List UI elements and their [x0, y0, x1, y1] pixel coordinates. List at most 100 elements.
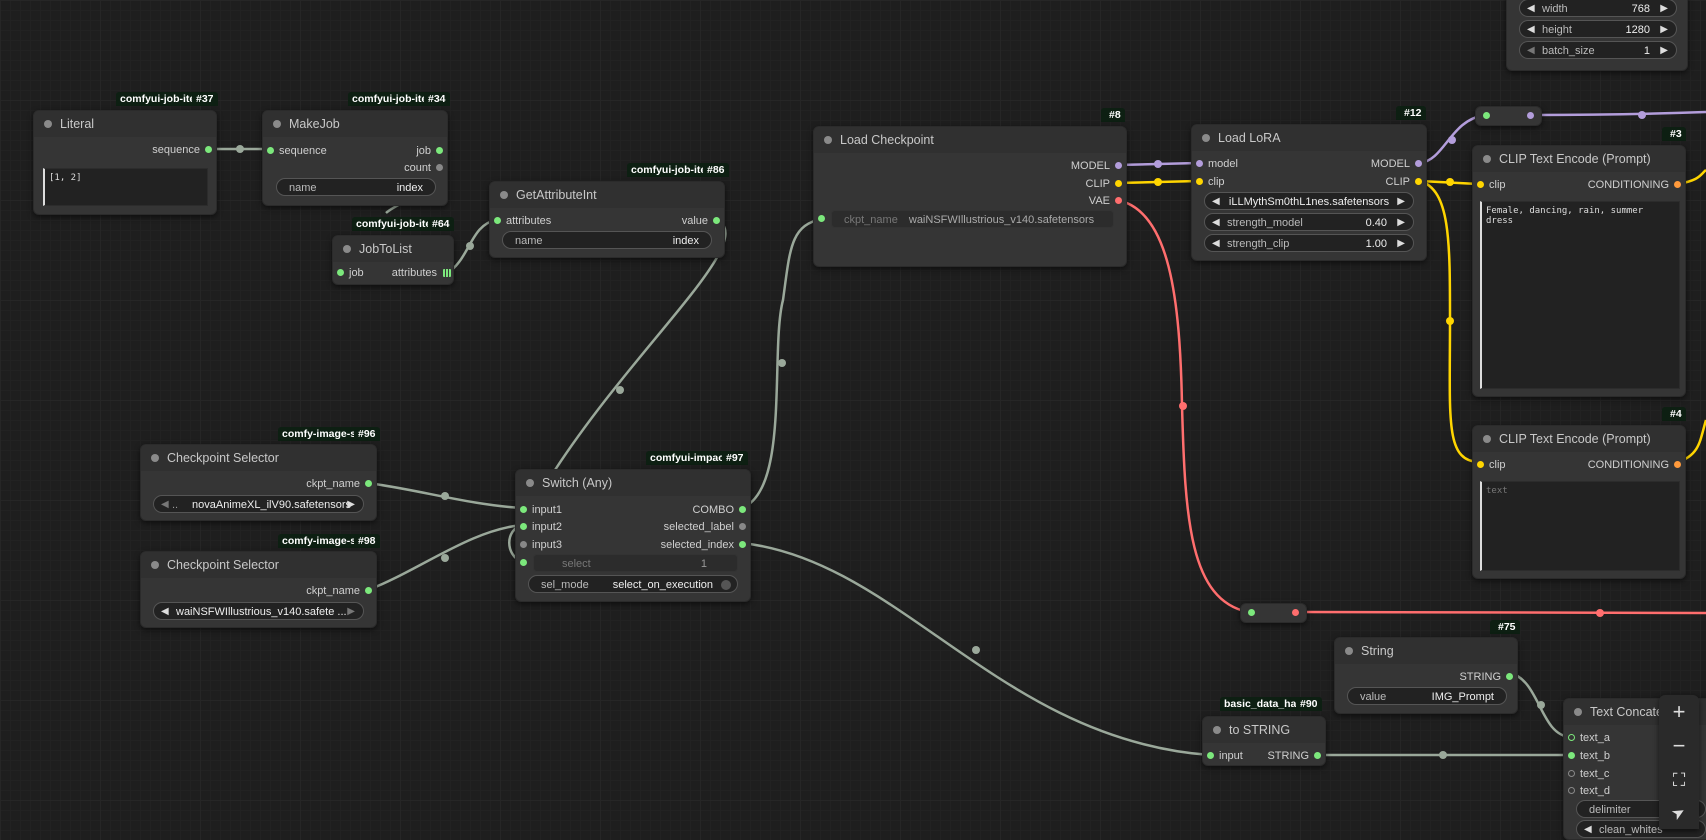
- widget-height[interactable]: ◀ height 1280 ▶: [1519, 20, 1677, 38]
- output-conditioning[interactable]: CONDITIONING: [1588, 178, 1681, 192]
- output-pin-icon[interactable]: [1115, 197, 1122, 204]
- input-pin-icon[interactable]: [520, 559, 527, 566]
- output-ckpt-name[interactable]: ckpt_name: [306, 477, 372, 491]
- node-title[interactable]: String: [1335, 638, 1517, 664]
- fit-view-button[interactable]: ⛶: [1672, 770, 1686, 790]
- output-attributes[interactable]: attributes: [392, 266, 451, 280]
- next-arrow-icon[interactable]: ▶: [1397, 196, 1405, 207]
- collapse-dot-icon[interactable]: [1483, 155, 1491, 163]
- input-text-c[interactable]: text_c: [1568, 767, 1609, 781]
- node-title[interactable]: CLIP Text Encode (Prompt): [1473, 146, 1685, 172]
- input-pin-icon[interactable]: [267, 147, 274, 154]
- input-input3[interactable]: input3: [520, 538, 562, 552]
- input-pin-icon[interactable]: [1568, 734, 1575, 741]
- node-switch-any[interactable]: Switch (Any) input1 input2 input3 select…: [515, 469, 751, 602]
- collapse-dot-icon[interactable]: [526, 479, 534, 487]
- input-pin-icon[interactable]: [520, 541, 527, 548]
- node-title[interactable]: Load Checkpoint: [814, 127, 1126, 153]
- reroute-vae[interactable]: [1240, 603, 1307, 623]
- input-select-converted[interactable]: [520, 556, 540, 570]
- output-clip[interactable]: CLIP: [1086, 177, 1122, 191]
- node-title[interactable]: CLIP Text Encode (Prompt): [1473, 426, 1685, 452]
- prompt-textarea[interactable]: Female, dancing, rain, summer dress: [1480, 201, 1680, 389]
- input-pin-icon[interactable]: [818, 215, 825, 222]
- input-text-a[interactable]: text_a: [1568, 731, 1610, 745]
- collapse-dot-icon[interactable]: [824, 136, 832, 144]
- increment-arrow-icon[interactable]: ▶: [1397, 217, 1405, 228]
- output-conditioning[interactable]: CONDITIONING: [1588, 458, 1681, 472]
- decrement-arrow-icon[interactable]: ◀: [1527, 24, 1535, 35]
- input-job[interactable]: job: [337, 266, 364, 280]
- node-title[interactable]: Switch (Any): [516, 470, 750, 496]
- collapse-dot-icon[interactable]: [1213, 726, 1221, 734]
- node-makejob[interactable]: MakeJob sequence job count name index: [262, 110, 448, 206]
- collapse-dot-icon[interactable]: [1574, 708, 1582, 716]
- output-pin-icon[interactable]: [739, 523, 746, 530]
- node-title[interactable]: Load LoRA: [1192, 125, 1426, 151]
- widget-batch-size[interactable]: ◀ batch_size 1 ▶: [1519, 41, 1677, 59]
- decrement-arrow-icon[interactable]: ◀: [1212, 238, 1220, 249]
- widget-sel-mode[interactable]: sel_mode select_on_execution: [528, 575, 738, 593]
- output-pin-icon[interactable]: [1314, 752, 1321, 759]
- output-pin-icon[interactable]: [436, 147, 443, 154]
- output-pin-icon[interactable]: [1115, 180, 1122, 187]
- output-pin-icon[interactable]: [713, 217, 720, 224]
- collapse-dot-icon[interactable]: [151, 454, 159, 462]
- zoom-in-button[interactable]: +: [1672, 699, 1686, 724]
- node-getattributeint[interactable]: GetAttributeInt attributes value name in…: [489, 181, 725, 258]
- node-title[interactable]: Checkpoint Selector: [141, 445, 376, 471]
- input-clip[interactable]: clip: [1477, 458, 1506, 472]
- input-pin-icon[interactable]: [1477, 181, 1484, 188]
- node-jobtolist[interactable]: JobToList job attributes: [332, 235, 454, 285]
- widget-value[interactable]: value IMG_Prompt: [1347, 687, 1507, 705]
- node-checkpoint-selector-96[interactable]: Checkpoint Selector ckpt_name ◀ .. novaA…: [140, 444, 377, 521]
- node-clip-text-encode-3[interactable]: CLIP Text Encode (Prompt) clip CONDITION…: [1472, 145, 1686, 397]
- output-pin-icon[interactable]: [1292, 609, 1299, 616]
- input-ckpt-name-converted[interactable]: [818, 212, 838, 226]
- next-arrow-icon[interactable]: ▶: [347, 606, 355, 617]
- output-sequence[interactable]: sequence: [152, 143, 212, 157]
- list-output-grid-icon[interactable]: [443, 269, 451, 277]
- output-pin-icon[interactable]: [739, 506, 746, 513]
- output-job[interactable]: job: [416, 144, 443, 158]
- output-pin-icon[interactable]: [1674, 181, 1681, 188]
- collapse-dot-icon[interactable]: [500, 191, 508, 199]
- input-input1[interactable]: input1: [520, 503, 562, 517]
- node-clip-text-encode-4[interactable]: CLIP Text Encode (Prompt) clip CONDITION…: [1472, 425, 1686, 579]
- output-pin-icon[interactable]: [739, 541, 746, 548]
- collapse-dot-icon[interactable]: [44, 120, 52, 128]
- widget-ckpt-name[interactable]: ◀ waiNSFWIllustrious_v140.safete ... ▶: [153, 602, 364, 620]
- input-pin-icon[interactable]: [1196, 160, 1203, 167]
- output-combo[interactable]: COMBO: [692, 503, 746, 517]
- output-pin-icon[interactable]: [365, 480, 372, 487]
- prev-arrow-icon[interactable]: ◀: [1212, 196, 1220, 207]
- output-pin-icon[interactable]: [205, 146, 212, 153]
- input-pin-icon[interactable]: [1568, 770, 1575, 777]
- prev-arrow-icon[interactable]: ◀: [161, 606, 169, 617]
- node-to-string[interactable]: to STRING input STRING: [1202, 716, 1326, 766]
- node-title[interactable]: MakeJob: [263, 111, 447, 137]
- increment-arrow-icon[interactable]: ▶: [1397, 238, 1405, 249]
- output-pin-icon[interactable]: [1506, 673, 1513, 680]
- input-pin-icon[interactable]: [1196, 178, 1203, 185]
- input-pin-icon[interactable]: [1477, 461, 1484, 468]
- output-clip[interactable]: CLIP: [1386, 175, 1422, 189]
- widget-width[interactable]: ◀ width 768 ▶: [1519, 0, 1677, 17]
- zoom-out-button[interactable]: −: [1672, 733, 1686, 758]
- output-string[interactable]: STRING: [1459, 670, 1513, 684]
- node-title[interactable]: JobToList: [333, 236, 453, 262]
- node-title[interactable]: GetAttributeInt: [490, 182, 724, 208]
- input-pin-icon[interactable]: [520, 506, 527, 513]
- output-pin-icon[interactable]: [365, 587, 372, 594]
- output-string[interactable]: STRING: [1267, 749, 1321, 763]
- output-ckpt-name[interactable]: ckpt_name: [306, 584, 372, 598]
- output-selected-index[interactable]: selected_index: [661, 538, 746, 552]
- output-count[interactable]: count: [404, 161, 443, 175]
- input-input[interactable]: input: [1207, 749, 1243, 763]
- input-attributes[interactable]: attributes: [494, 214, 551, 228]
- literal-textarea[interactable]: [1, 2]: [43, 168, 208, 206]
- input-pin-icon[interactable]: [1248, 609, 1255, 616]
- input-pin-icon[interactable]: [494, 217, 501, 224]
- output-pin-icon[interactable]: [436, 164, 443, 171]
- collapse-dot-icon[interactable]: [1345, 647, 1353, 655]
